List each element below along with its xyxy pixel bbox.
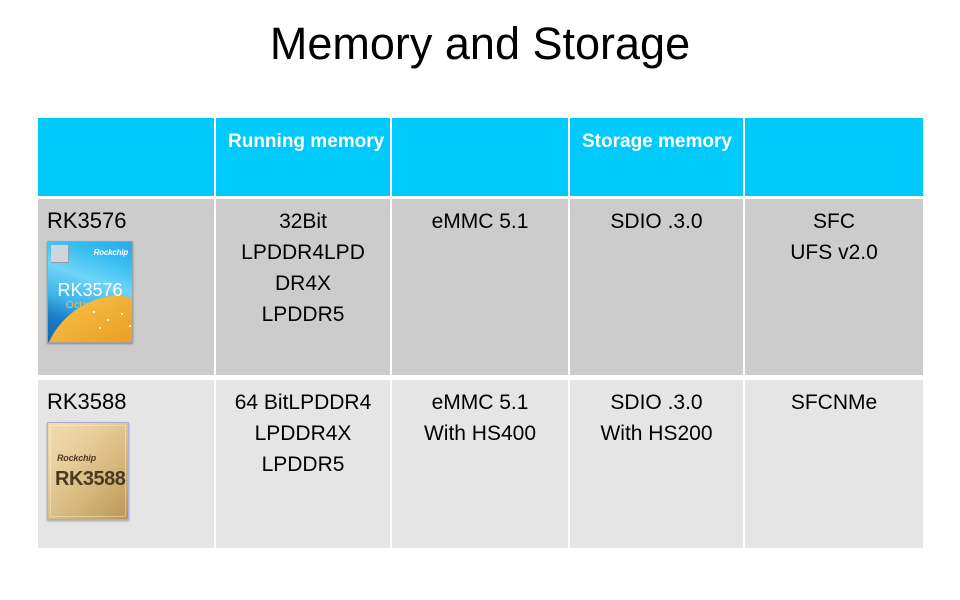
chip-image-wrapper: Rockchip RK3588 — [38, 416, 214, 520]
cell-storage-memory-rk3588: SDIO .3.0 With HS200 — [570, 380, 745, 548]
running-memory-value: 64 BitLPDDR4 LPDDR4X LPDDR5 — [234, 391, 372, 476]
chip-brand-label: Rockchip — [93, 248, 129, 257]
header-cell-other — [745, 118, 923, 199]
header-cell-running-memory: Running memory — [216, 118, 392, 199]
cell-running-memory-rk3576: 32Bit LPDDR4LPD DR4X LPDDR5 — [216, 199, 392, 380]
emmc-value: eMMC 5.1 With HS400 — [423, 391, 537, 445]
header-label-running-memory: Running memory — [228, 131, 385, 152]
header-label-storage-memory: Storage memory — [582, 131, 732, 152]
chip-brand-label: Rockchip — [57, 453, 96, 463]
storage-memory-value: SDIO .3.0 — [610, 210, 703, 233]
cell-running-memory-rk3588: 64 BitLPDDR4 LPDDR4X LPDDR5 — [216, 380, 392, 548]
table-row: RK3576 Rockchip RK3576 Octa Core 32Bi — [38, 199, 923, 380]
chip-sparkle-dots — [88, 308, 132, 334]
header-cell-device — [38, 118, 216, 199]
header-label-emmc — [392, 118, 568, 127]
cell-device-rk3576: RK3576 Rockchip RK3576 Octa Core — [38, 199, 216, 380]
table-header-row: Running memory Storage memory — [38, 118, 923, 199]
rk3588-chip-icon: Rockchip RK3588 — [47, 422, 129, 520]
other-storage-value: SFCNMe — [790, 391, 878, 414]
device-name-label: RK3576 — [47, 208, 127, 233]
chip-image-wrapper: Rockchip RK3576 Octa Core — [38, 235, 214, 343]
device-name-label: RK3588 — [47, 389, 127, 414]
other-storage-value: SFC UFS v2.0 — [790, 210, 878, 264]
storage-memory-value: SDIO .3.0 With HS200 — [600, 391, 713, 445]
cell-emmc-rk3576: eMMC 5.1 — [392, 199, 570, 380]
cell-device-rk3588: RK3588 Rockchip RK3588 — [38, 380, 216, 548]
chip-part-label: RK3576 — [57, 280, 123, 300]
cell-emmc-rk3588: eMMC 5.1 With HS400 — [392, 380, 570, 548]
chip-sub-label: Octa Core — [65, 300, 115, 311]
header-cell-emmc — [392, 118, 570, 199]
header-label-other — [745, 118, 923, 127]
chip-inner-edge — [50, 425, 126, 517]
chip-part-label: RK3588 — [55, 468, 126, 490]
chip-notch-marker — [51, 245, 69, 263]
cell-other-rk3576: SFC UFS v2.0 — [745, 199, 923, 380]
emmc-value: eMMC 5.1 — [431, 210, 529, 233]
cell-other-rk3588: SFCNMe — [745, 380, 923, 548]
running-memory-value: 32Bit LPDDR4LPD DR4X LPDDR5 — [241, 210, 365, 326]
page-title: Memory and Storage — [269, 18, 691, 69]
header-label-device — [38, 118, 214, 127]
memory-storage-table: Running memory Storage memory RK3576 — [38, 118, 923, 548]
header-cell-storage-memory: Storage memory — [570, 118, 745, 199]
rk3576-chip-icon: Rockchip RK3576 Octa Core — [47, 241, 133, 343]
table-row: RK3588 Rockchip RK3588 64 BitLPDDR4 LPDD… — [38, 380, 923, 548]
cell-storage-memory-rk3576: SDIO .3.0 — [570, 199, 745, 380]
